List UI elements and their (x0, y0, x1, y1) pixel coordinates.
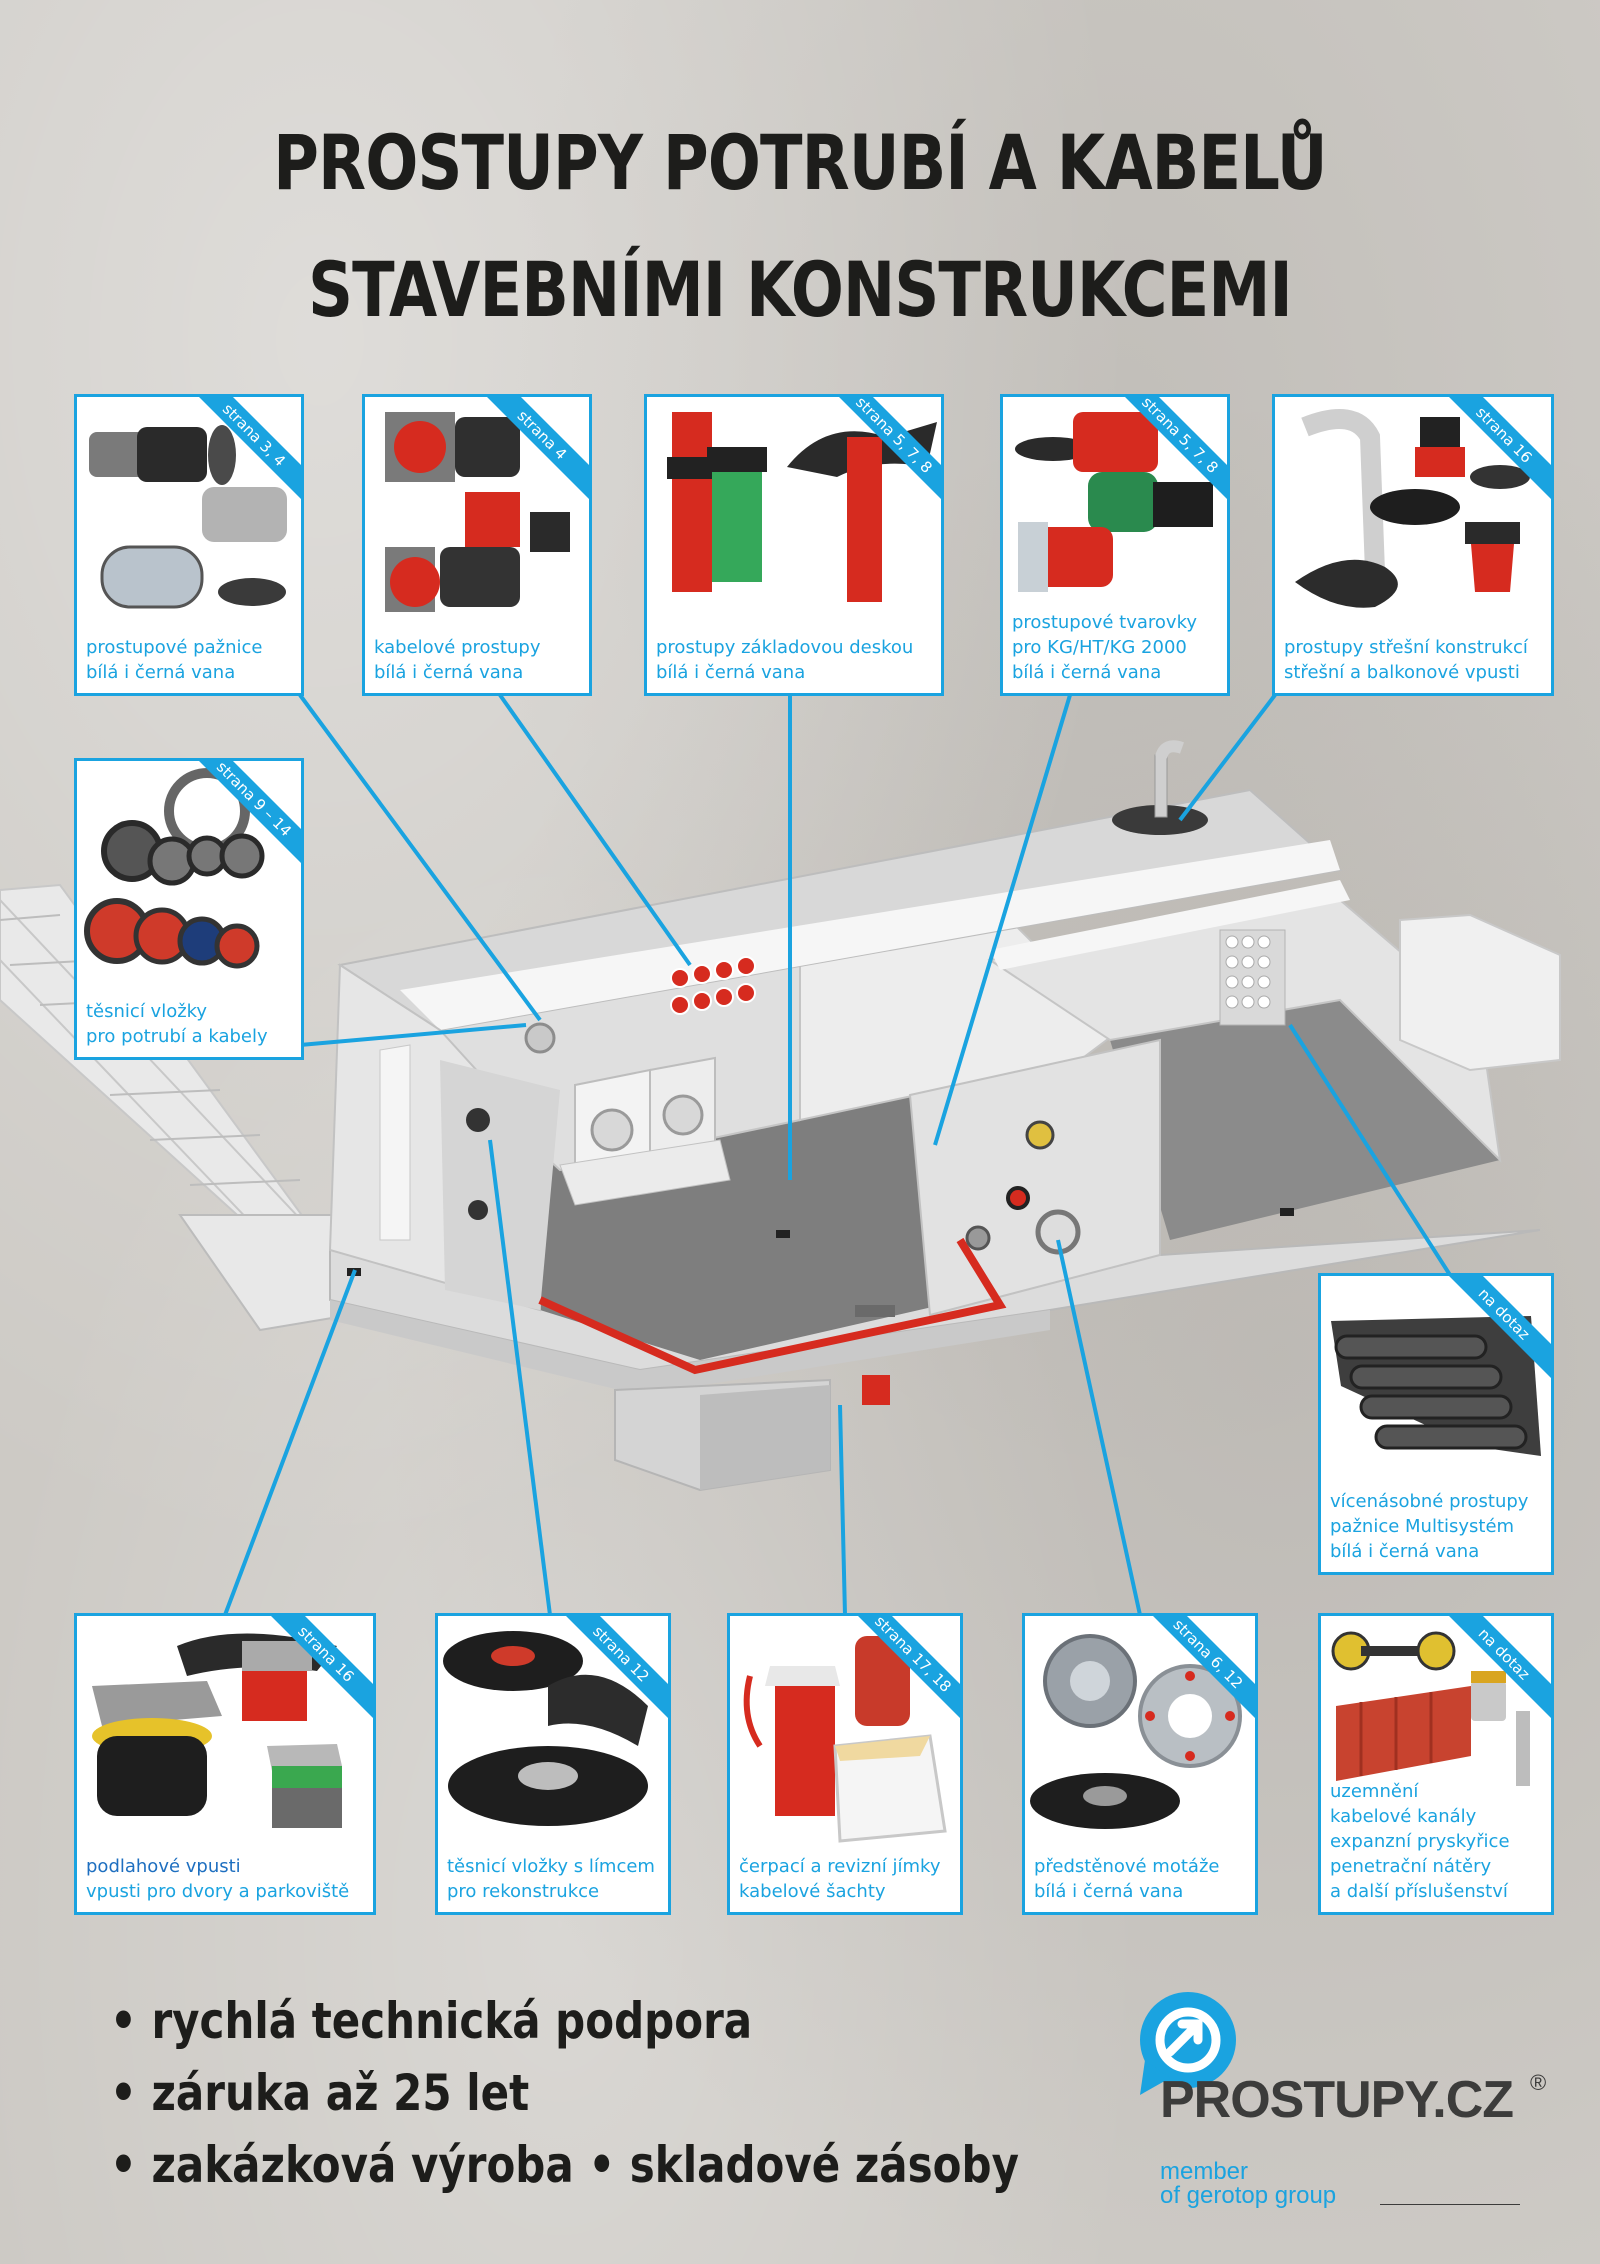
wall-assemblies-image (1030, 1634, 1242, 1829)
logo-wordmark: PROSTUPY.CZ (1160, 2071, 1514, 2129)
logo-subtitle: member of gerotop group (1160, 2158, 1337, 2209)
accessories-image (1331, 1631, 1530, 1786)
multisystem-image (1331, 1316, 1541, 1456)
page-ribbon: strana 5, 7, 8 (1107, 397, 1227, 517)
bullet-item: • záruka až 25 let (110, 2064, 530, 2122)
cut-wall-left (440, 1060, 560, 1310)
page-ribbon: strana 6, 12 (1135, 1616, 1255, 1736)
title-line-2: STAVEBNÍMI KONSTRUKCEMI (308, 245, 1293, 334)
collar-inserts-image (443, 1631, 648, 1826)
page-ribbon: strana 17, 18 (840, 1616, 960, 1736)
roof-penetrations-image (1295, 409, 1530, 608)
prostupy-logo-icon (1140, 1992, 1236, 2095)
sealing-inserts-image (84, 768, 265, 969)
page-ribbon: strana 16 (253, 1616, 373, 1736)
washing-machines (559, 1056, 731, 1206)
page-ribbon: na dotaz (1431, 1276, 1551, 1396)
registered-mark: ® (1530, 2070, 1547, 2095)
slab-front-face (330, 1300, 1050, 1395)
cable-entry-grid (670, 956, 756, 1015)
right-floor (1110, 1000, 1500, 1240)
cable-entries-image (385, 412, 570, 612)
feature-bullets: • rychlá technická podpora • záruka až 2… (110, 1985, 1019, 2201)
page-ribbon: na dotaz (1431, 1616, 1551, 1736)
pump-chambers-image (743, 1636, 947, 1843)
page-ribbon: strana 5, 7, 8 (821, 397, 941, 517)
page-ribbon: strana 3, 4 (181, 397, 301, 517)
page-ribbon: strana 9 – 14 (181, 761, 301, 881)
red-waterproofing-strip (538, 1237, 1007, 1375)
card-prostupy-zakladovou-deskou[interactable]: strana 5, 7, 8 prostupy základovou desko… (644, 394, 944, 696)
pipe-sleeves-image (89, 425, 287, 609)
bullet-item: • zakázková výroba • skladové zásoby (110, 2136, 1019, 2194)
floor-drains-image (92, 1633, 342, 1828)
page-ribbon: strana 12 (548, 1616, 668, 1736)
bullet-item: • rychlá technická podpora (110, 1992, 753, 2050)
page-ribbon: strana 4 (469, 397, 589, 517)
pipe-fittings-image (1015, 412, 1213, 592)
title-line-1: PROSTUPY POTRUBÍ A KABELŮ (273, 118, 1327, 207)
foundation-penetrations-image (667, 412, 937, 602)
leader-lines (223, 693, 1452, 1616)
page-ribbon: strana 16 (1431, 397, 1551, 517)
logo-divider (1380, 2204, 1520, 2205)
side-block (1399, 913, 1561, 1072)
